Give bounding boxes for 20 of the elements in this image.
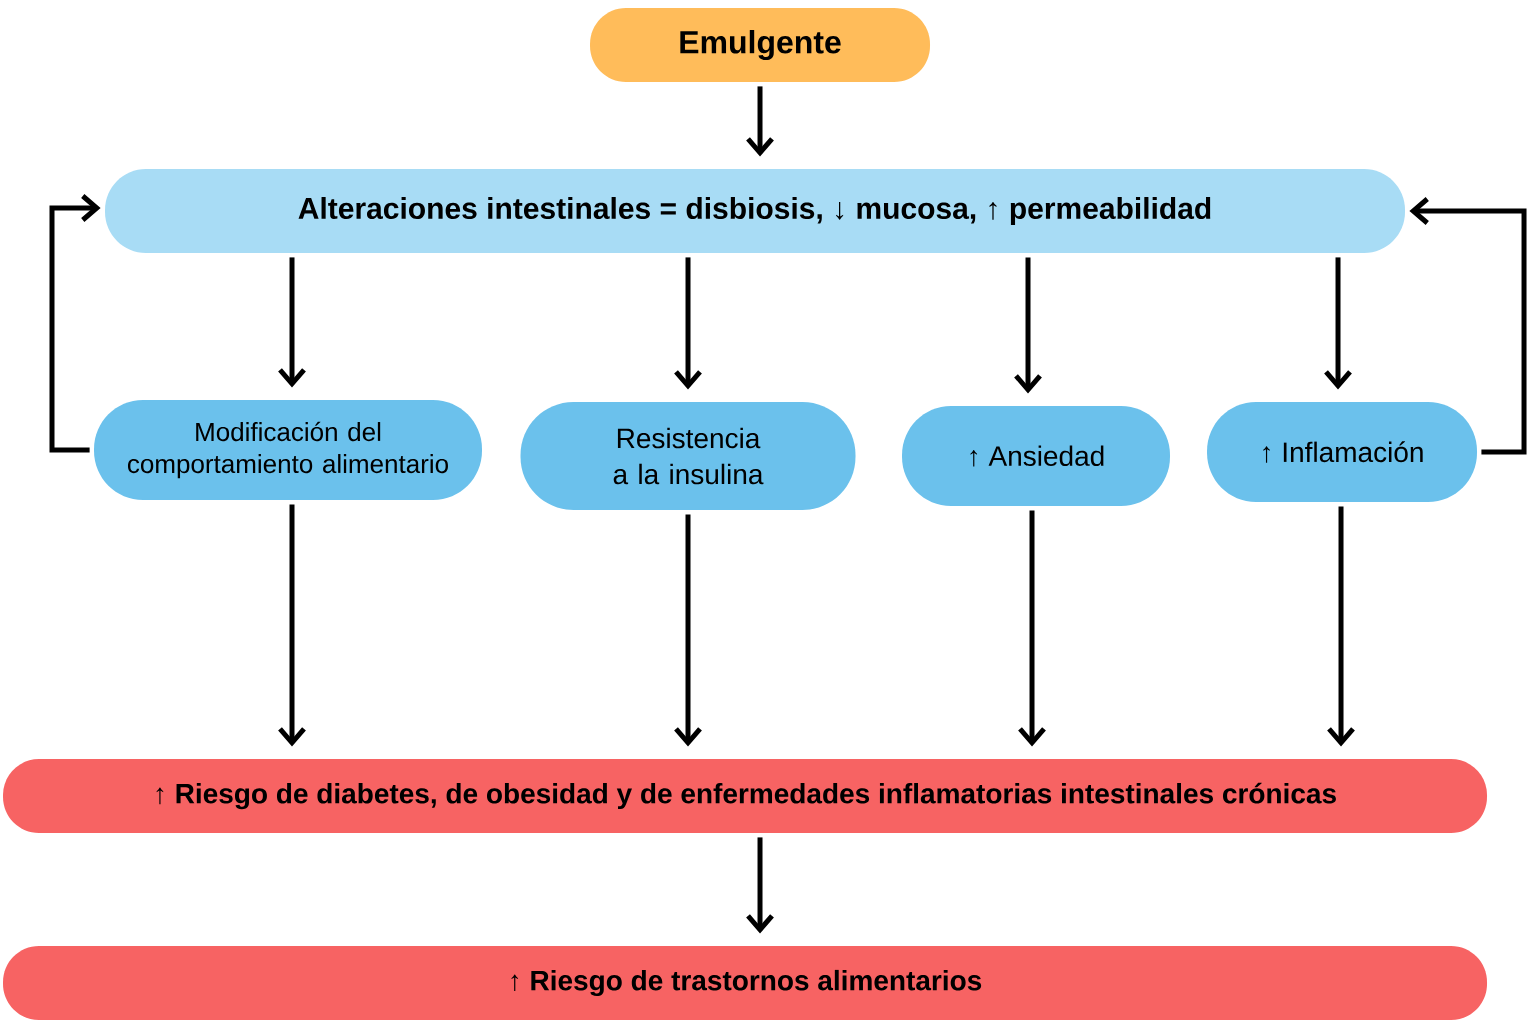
process-box: ↑ Ansiedad: [902, 406, 1170, 506]
process-box: ↑ Inflamación: [1207, 402, 1477, 502]
arrow: [1018, 510, 1046, 747]
process-box: Resistencia a la insulina: [520, 402, 856, 510]
process-box: Alteraciones intestinales = disbiosis, ↓ mucosa, ↑ permeabilidad: [105, 169, 1405, 253]
process-box: Emulgente: [590, 8, 930, 82]
arrow: [746, 837, 774, 934]
arrow: [278, 257, 306, 388]
process-box: ↑ Riesgo de trastornos alimentarios: [3, 946, 1487, 1020]
process-box: Modificación del comportamiento alimentario: [94, 400, 482, 500]
arrow: [278, 504, 306, 747]
arrow: [674, 257, 702, 390]
arrow: [1014, 257, 1042, 394]
process-box: ↑ Riesgo de diabetes, de obesidad y de enfermedades inflamatorias intestinales crónicas: [3, 759, 1487, 833]
arrow: [1327, 506, 1355, 747]
arrow: [1324, 257, 1352, 390]
arrow: [1409, 197, 1527, 455]
arrow: [746, 86, 774, 157]
arrow: [49, 194, 101, 453]
arrow: [674, 514, 702, 747]
